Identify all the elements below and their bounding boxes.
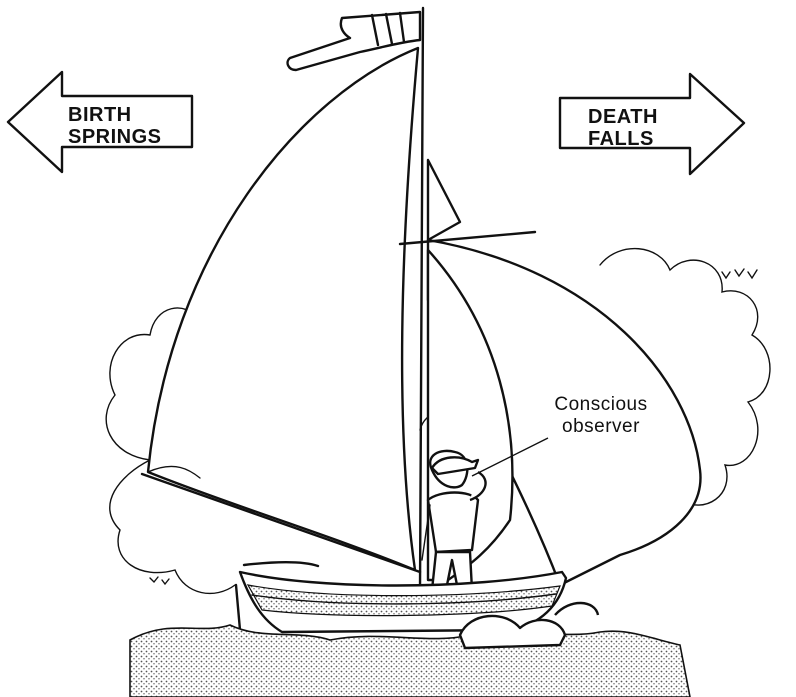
falls-text: FALLS [588, 128, 654, 150]
water [129, 601, 691, 697]
observer-text: observer [562, 416, 640, 437]
cloud-left [105, 307, 236, 595]
main-sail [146, 46, 420, 572]
death-text: DEATH [588, 106, 658, 128]
pennant-flag [286, 10, 422, 72]
birth-text: BIRTH [68, 104, 132, 126]
death-falls-label: DEATH FALLS [588, 106, 658, 150]
observer-pointer-line [471, 437, 549, 477]
birth-springs-label: BIRTH SPRINGS [68, 104, 162, 148]
conscious-text: Conscious [554, 394, 648, 415]
birds [149, 268, 758, 586]
observer-figure [421, 449, 487, 592]
death-falls-arrow [558, 72, 746, 176]
conscious-observer-label: Conscious observer [536, 394, 666, 438]
upper-yard [398, 158, 537, 246]
springs-text: SPRINGS [68, 126, 162, 148]
mast [418, 6, 425, 592]
boom [140, 472, 422, 574]
boat-hull [234, 560, 568, 634]
birth-springs-arrow [6, 70, 194, 174]
